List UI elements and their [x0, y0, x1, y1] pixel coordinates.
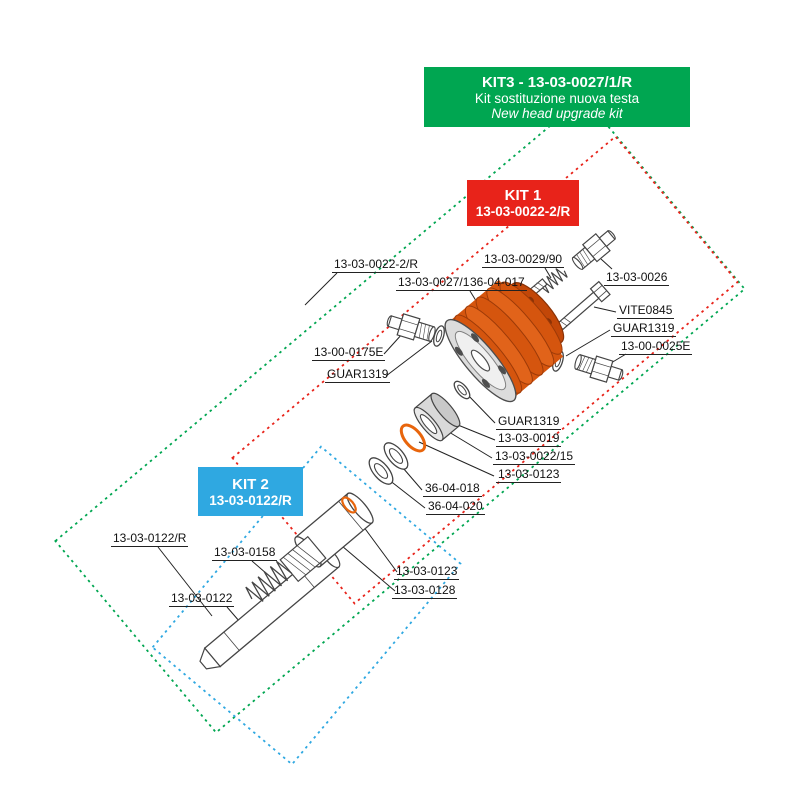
pump-head-part — [444, 279, 565, 403]
kit2-title: KIT 2 — [232, 475, 269, 493]
label-right-fitting: 13-00-0025E — [619, 339, 693, 356]
label-head-kit-code: 13-03-0022-2/R — [332, 257, 421, 274]
oring-upper-part — [399, 423, 427, 453]
label-head-casting: 13-03-0027/1 — [396, 275, 472, 292]
washer-36-04-020-part — [368, 457, 394, 485]
label-top-fitting: 13-03-0026 — [604, 270, 670, 287]
kit3-title: KIT3 - 13-03-0027/1/R — [481, 73, 633, 91]
kit3-header: KIT3 - 13-03-0027/1/R Kit sostituzione n… — [424, 67, 690, 127]
label-valve-spring: 13-03-0029/90 — [482, 252, 565, 269]
label-bolt-vite0845: VITE0845 — [617, 303, 675, 320]
label-plunger-kit-code: 13-03-0122/R — [111, 531, 189, 548]
gasket-bottom-part — [453, 380, 471, 400]
label-gasket-bottom: GUAR1319 — [496, 414, 562, 431]
label-seal-ring: 13-03-0019 — [496, 431, 562, 448]
label-gasket-left: GUAR1319 — [325, 367, 391, 384]
kit2-code: 13-03-0122/R — [209, 492, 292, 508]
label-gasket-right: GUAR1319 — [611, 321, 677, 338]
kit2-header: KIT 2 13-03-0122/R — [198, 467, 303, 516]
oring-lower-part — [341, 496, 357, 514]
label-spring: 13-03-0158 — [212, 545, 278, 562]
kit1-title: KIT 1 — [504, 187, 542, 204]
label-washer-36-04-018: 36-04-018 — [423, 481, 482, 498]
label-sleeve: 13-03-0128 — [392, 583, 458, 600]
label-oring-lower: 13-03-0123 — [394, 564, 460, 581]
seal-housing-part — [413, 392, 461, 442]
kit1-code: 13-03-0022-2/R — [475, 204, 571, 219]
valve-spring-part — [536, 268, 568, 294]
label-screw-36-04-017: 36-04-017 — [468, 275, 527, 292]
label-left-fitting: 13-00-0175E — [312, 345, 386, 362]
spring-part — [245, 560, 293, 602]
left-fitting-part — [383, 309, 439, 346]
kit2-boundary — [151, 445, 462, 766]
label-oring-upper: 13-03-0123 — [496, 467, 562, 484]
label-washer-36-04-020: 36-04-020 — [426, 499, 485, 516]
label-seal-housing: 13-03-0022/15 — [493, 449, 576, 466]
kit3-subtitle-en: New head upgrade kit — [491, 105, 623, 121]
kit1-header: KIT 1 13-03-0022-2/R — [467, 180, 579, 226]
kit3-boundary — [54, 96, 746, 734]
right-fitting-part — [571, 350, 627, 387]
kit3-subtitle-it: Kit sostituzione nuova testa — [474, 90, 640, 106]
washer-36-04-018-part — [383, 442, 409, 470]
top-fitting-part — [568, 224, 621, 274]
label-plunger: 13-03-0122 — [169, 591, 235, 608]
